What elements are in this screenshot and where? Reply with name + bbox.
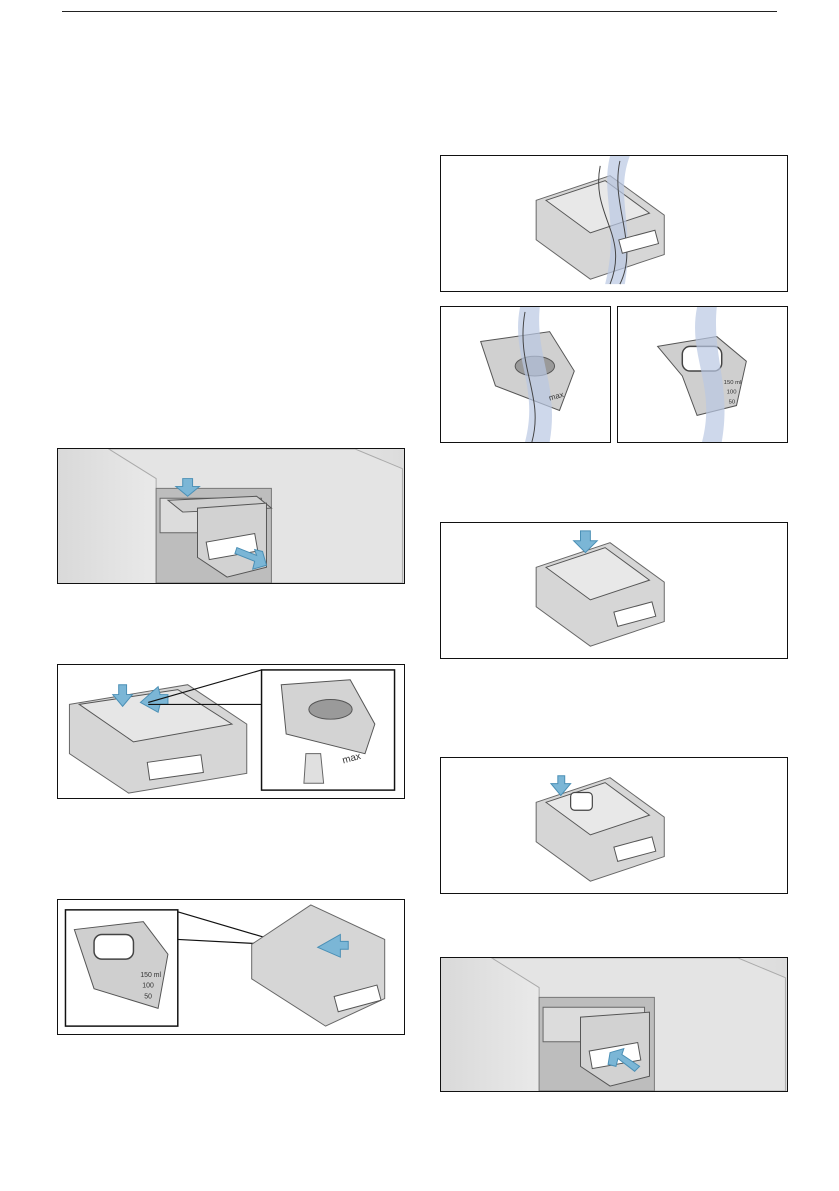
figure-rinse-cup: 150 ml 100 50	[617, 306, 788, 443]
figure-rinse-drawer	[440, 155, 788, 292]
fit-cup-illustration	[441, 758, 787, 893]
scale-150: 150 ml	[724, 380, 742, 386]
figure-fit-cup	[440, 757, 788, 894]
scale-100: 100	[142, 983, 154, 990]
rinse-drawer-illustration	[441, 156, 787, 291]
figure-insert-scale: 150 ml 100 50	[57, 899, 405, 1035]
figure-remove-insert: max	[57, 664, 405, 799]
refit-insert-illustration	[441, 523, 787, 658]
measuring-insert-illustration: 150 ml 100 50	[58, 900, 404, 1034]
rinse-cup-illustration: 150 ml 100 50	[618, 307, 787, 442]
insert-removal-illustration: max	[58, 665, 404, 798]
figure-pull-out-drawer	[57, 448, 405, 584]
rinse-insert-illustration: max	[441, 307, 610, 442]
drawer-pull-illustration	[58, 449, 404, 583]
figure-push-in-drawer	[440, 957, 788, 1092]
scale-100: 100	[727, 390, 738, 396]
drawer-push-illustration	[441, 958, 787, 1091]
scale-150: 150 ml	[140, 972, 161, 979]
figure-rinse-insert: max	[440, 306, 611, 443]
scale-50: 50	[729, 400, 736, 406]
header-rule	[62, 11, 777, 12]
figure-refit-insert	[440, 522, 788, 659]
scale-50: 50	[144, 994, 152, 1001]
